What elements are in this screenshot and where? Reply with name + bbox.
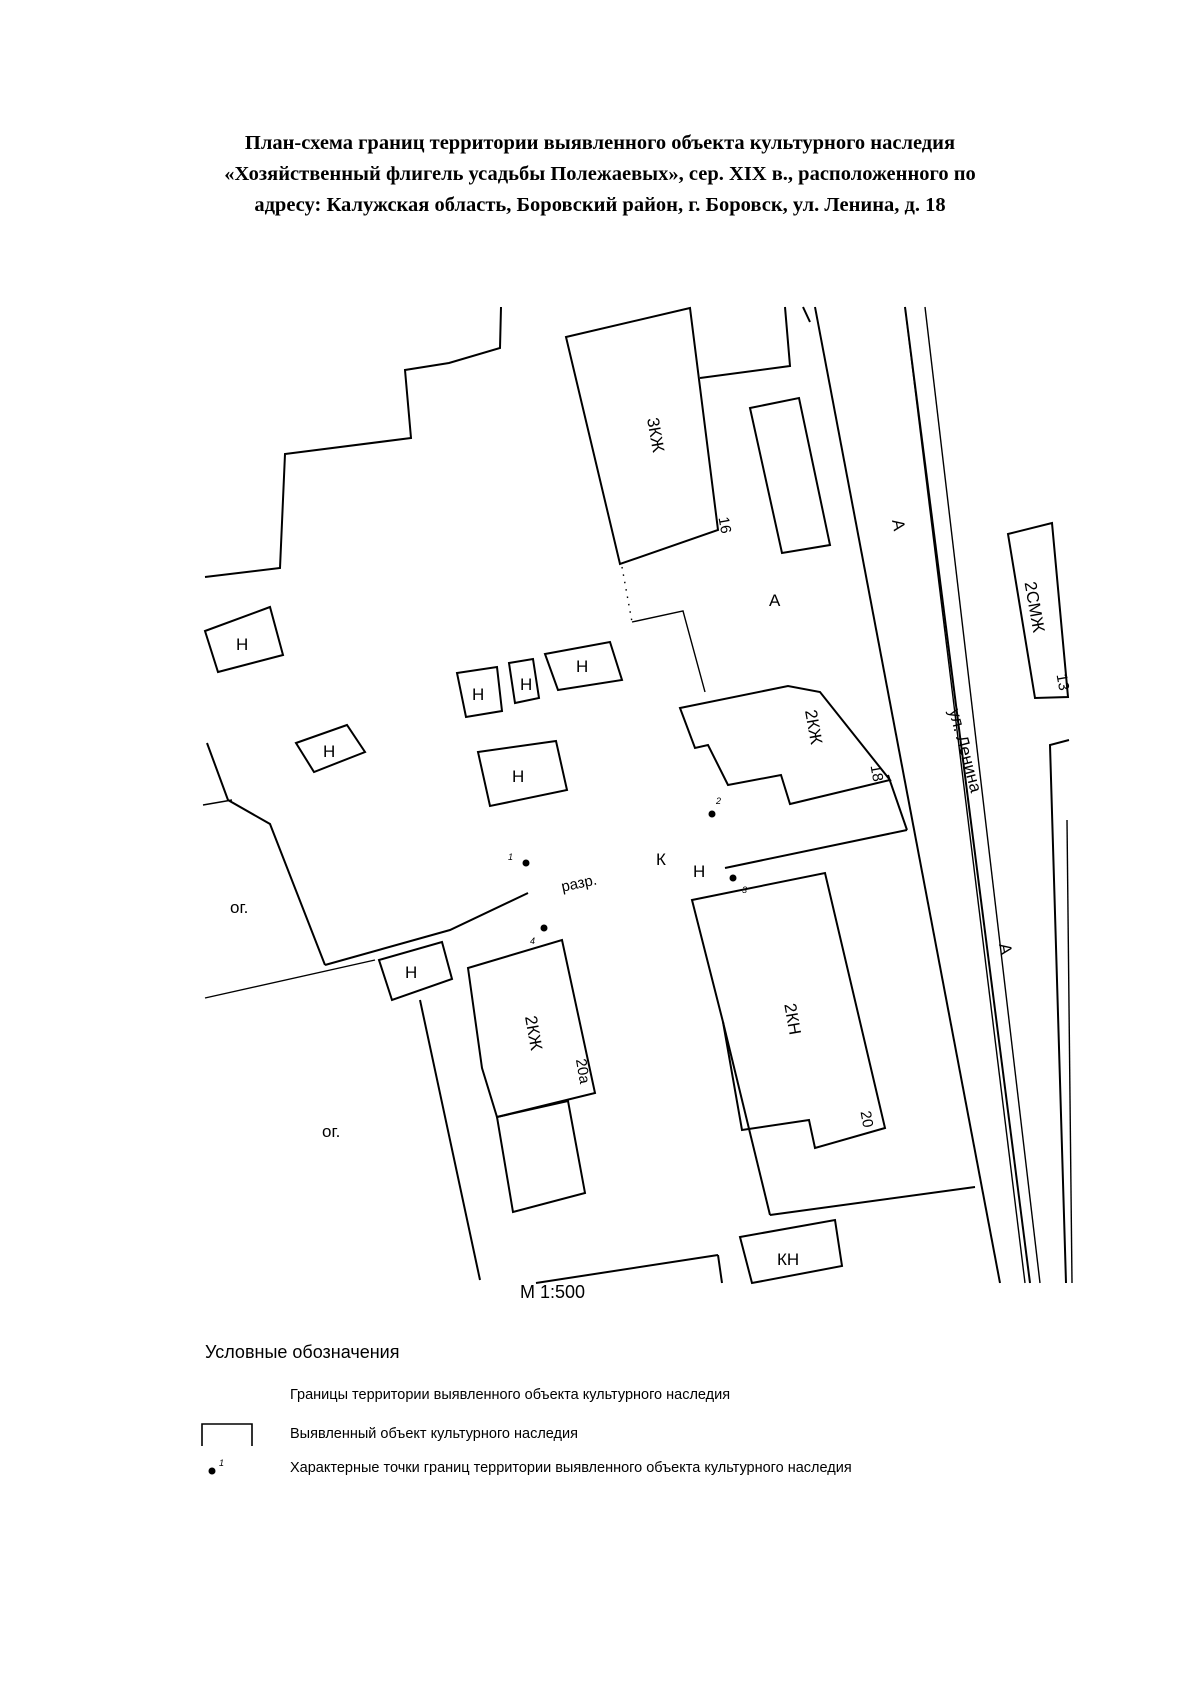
yard-line (631, 610, 706, 693)
shed-n-2 (294, 723, 367, 774)
parcel-boundary-west (206, 742, 326, 966)
heritage-object-symbol (200, 1422, 256, 1448)
passage-boundary-east (724, 829, 908, 869)
garden-label-1: ог. (230, 898, 248, 917)
boundary-point-4-label: 4 (530, 936, 535, 946)
boundary-point-3 (729, 874, 737, 882)
asphalt-label-2: А (769, 591, 781, 610)
fence-east-of-16 (802, 306, 811, 323)
parcel-boundary-east (887, 774, 908, 831)
boundary-point-symbol-number: 1 (219, 1458, 224, 1468)
passage-k-label: К (656, 850, 666, 869)
territory-boundary-symbol (200, 1383, 256, 1409)
shed-n-4 (507, 657, 541, 705)
legend-item-heritage-object-label: Выявленный объект культурного наследия (290, 1426, 578, 1442)
building-20-number: 20 (857, 1110, 877, 1129)
building-kn-outline (738, 1218, 844, 1285)
legend-title: Условные обозначения (205, 1342, 400, 1362)
shed-n-3-label: Н (472, 685, 484, 704)
document-title: План-схема границ территории выявленного… (100, 128, 1100, 221)
legend-item-boundary-points: 1 Характерные точки границ территории вы… (200, 1456, 1100, 1482)
boundary-point-1 (522, 859, 530, 867)
building-16-type: 3КЖ (643, 416, 668, 454)
building-18-type: 2КЖ (801, 708, 826, 746)
passage-n-label: Н (693, 862, 705, 881)
parcel-boundary-west-short (202, 799, 233, 806)
title-line-1: План-схема границ территории выявленного… (244, 132, 956, 154)
shed-n-6 (476, 739, 569, 808)
dashed-connector (621, 566, 633, 623)
building-20a-number: 20а (572, 1057, 593, 1085)
title-line-2: «Хозяйственный флигель усадьбы Полежаевы… (224, 163, 976, 185)
building-16-outline (564, 306, 720, 566)
legend-item-boundary-points-label: Характерные точки границ территории выяв… (290, 1460, 852, 1476)
legend-item-heritage-object: Выявленный объект культурного наследия (200, 1422, 1100, 1448)
building-18-number: 18 (867, 764, 887, 783)
shed-n-2-label: Н (323, 742, 335, 761)
legend-item-territory-boundary: Границы территории выявленного объекта к… (200, 1383, 1100, 1409)
boundary-point-3-label: 3 (742, 885, 747, 895)
shed-n-6-label: Н (512, 767, 524, 786)
south-fence-3 (769, 1186, 976, 1216)
passage-boundary-west (324, 892, 529, 966)
shed-n-7-label: Н (405, 963, 417, 982)
boundary-point-1-label: 1 (508, 852, 513, 862)
annex-20a (495, 1099, 587, 1214)
passage-razr-label: разр. (560, 872, 599, 896)
building-13-number: 13 (1053, 673, 1073, 692)
shed-n-5-label: Н (576, 657, 588, 676)
building-16-number: 16 (715, 516, 735, 535)
shed-east-of-16 (748, 396, 832, 555)
garden-label-2: ог. (322, 1122, 340, 1141)
asphalt-label-1: А (888, 518, 909, 533)
south-fence-1 (419, 999, 481, 1281)
boundary-point-2 (708, 810, 716, 818)
street-name: ул. Ленина (945, 707, 986, 795)
map-scale: М 1:500 (520, 1282, 586, 1302)
shed-n-3 (455, 665, 504, 719)
shed-n-1 (203, 605, 285, 674)
road-edge-east (904, 306, 1031, 1284)
legend-item-territory-boundary-label: Границы территории выявленного объекта к… (290, 1387, 731, 1403)
building-13-outline (1006, 521, 1070, 700)
south-west-fence (204, 959, 376, 999)
yard-fence-16 (699, 306, 792, 379)
shed-n-4-label: Н (520, 675, 532, 694)
shed-n-7 (377, 940, 454, 1002)
asphalt-label-3: А (995, 942, 1016, 957)
boundary-point-2-label: 2 (715, 796, 721, 806)
south-fence-4 (535, 1254, 719, 1284)
road-edge-west (814, 306, 1001, 1284)
shed-n-5 (543, 640, 624, 692)
building-20a-type: 2КЖ (521, 1014, 546, 1052)
building-13-type: 2СМЖ (1021, 580, 1049, 634)
boundary-point-4 (540, 924, 548, 932)
building-20-outline (690, 871, 887, 1150)
building-kn-type: КН (777, 1250, 799, 1269)
shed-n-1-label: Н (236, 635, 248, 654)
road-edge-east-outer (924, 306, 1041, 1284)
building-20-type: 2КН (780, 1002, 804, 1036)
title-line-3: адресу: Калужская область, Боровский рай… (254, 194, 946, 216)
boundary-point-symbol: 1 (200, 1456, 256, 1482)
east-property-line (1066, 819, 1073, 1284)
south-fence-2 (722, 1021, 771, 1216)
south-fence-5 (717, 1254, 723, 1284)
building-east-outline (1048, 739, 1070, 1284)
building-18-outline (678, 684, 892, 806)
parcel-boundary-northwest (204, 306, 502, 578)
